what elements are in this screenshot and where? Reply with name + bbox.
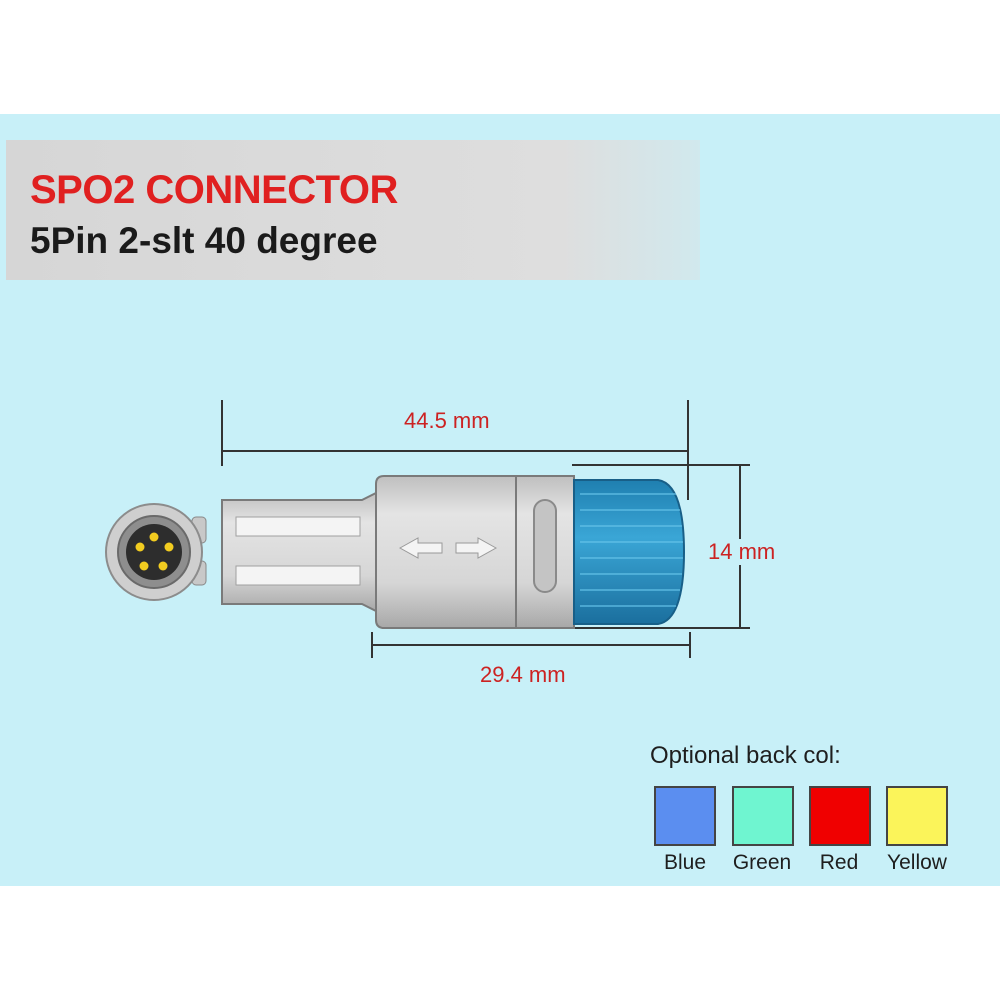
color-label-blue: Blue (663, 851, 707, 874)
color-legend-title: Optional back col: (650, 742, 841, 769)
diameter-label: 14 mm (706, 539, 778, 565)
main-body (375, 475, 517, 629)
page-subtitle: 5Pin 2-slt 40 degree (30, 220, 378, 261)
front-sleeve (221, 491, 377, 613)
color-swatch-red (809, 786, 871, 846)
left-arrow-icon (398, 537, 443, 559)
color-label-red: Red (819, 851, 859, 874)
page-title: SPO2 CONNECTOR (30, 168, 398, 212)
grip-oval (533, 499, 557, 593)
total-length-label: 44.5 mm (404, 408, 490, 433)
color-label-yellow: Yellow (887, 851, 947, 874)
back-cap (573, 479, 686, 625)
pin-array (135, 532, 174, 571)
key-slot-bottom (235, 565, 361, 586)
key-slot-top (235, 516, 361, 537)
right-arrow-icon (455, 537, 498, 559)
body-length-label: 29.4 mm (480, 662, 566, 687)
connector-front-view (105, 503, 207, 601)
title-band (6, 140, 700, 280)
color-swatch-blue (654, 786, 716, 846)
color-swatch-green (732, 786, 794, 846)
color-swatch-yellow (886, 786, 948, 846)
connector-side-view (221, 475, 686, 629)
color-label-green: Green (732, 851, 792, 874)
front-insulator (126, 524, 182, 580)
cap-ribs (580, 493, 683, 607)
